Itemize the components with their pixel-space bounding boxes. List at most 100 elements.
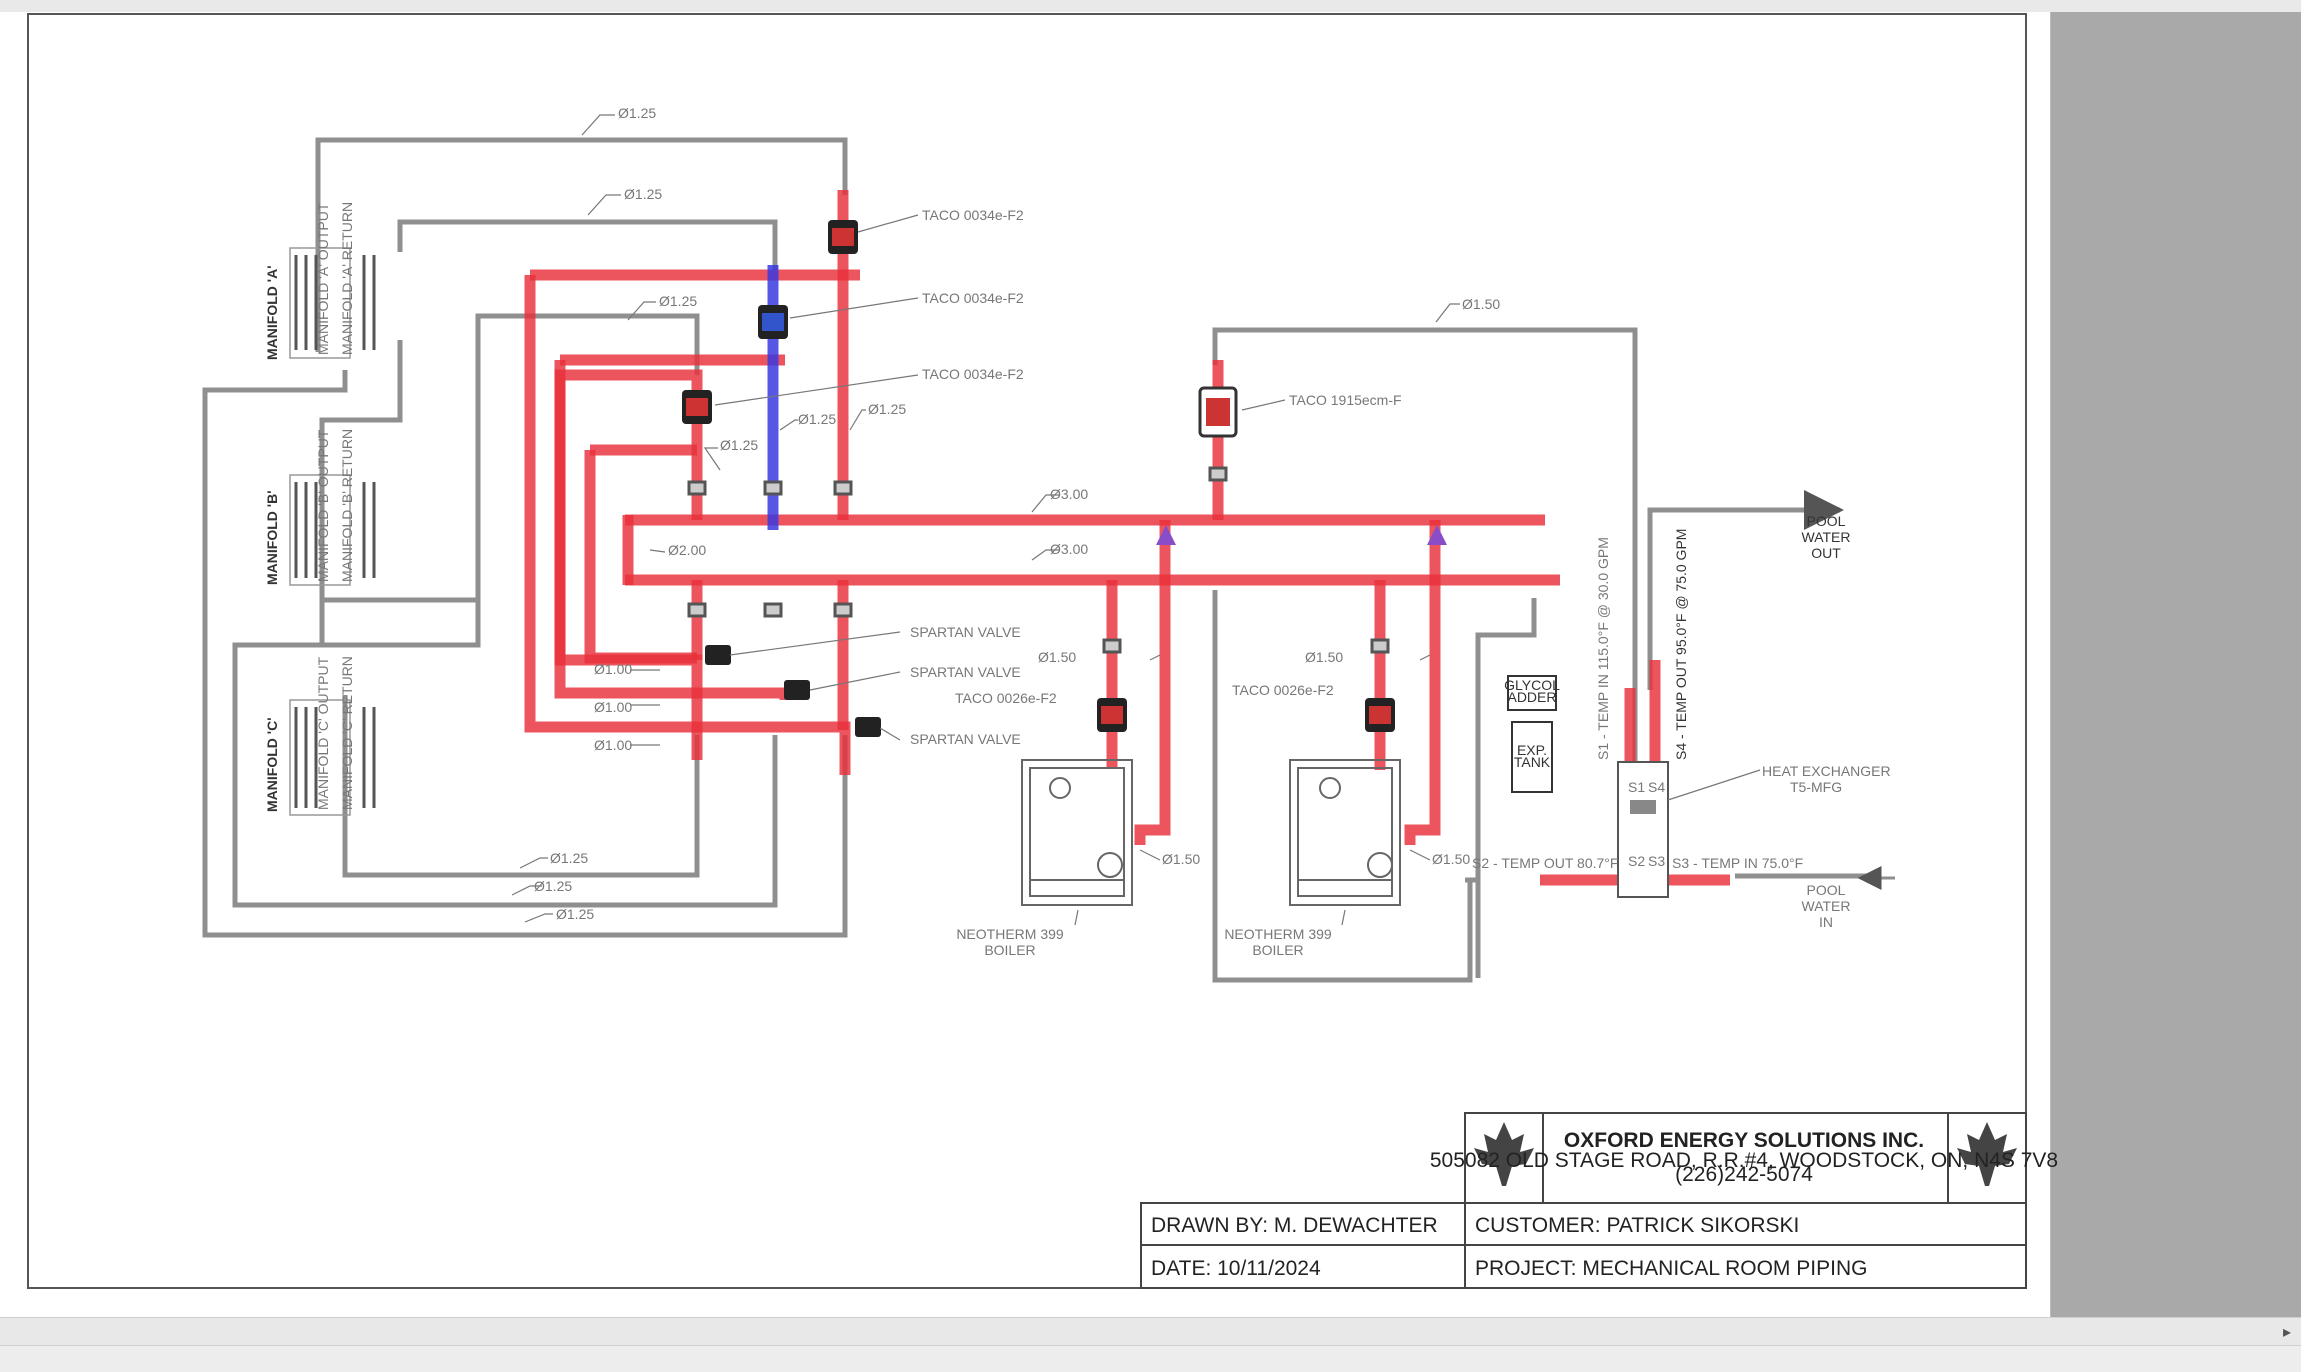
pump-3-label: TACO 0034e-F2 [922, 366, 1024, 382]
size-top-c: Ø1.25 [659, 293, 697, 309]
status-bar [0, 1345, 2301, 1372]
hx-port-s3: S3 [1648, 853, 1665, 869]
expansion-tank: EXP. TANK [1511, 721, 1553, 793]
size-header-left: Ø2.00 [668, 542, 706, 558]
hx-port-s1: S1 [1628, 779, 1645, 795]
cold-piping-network [202, 137, 1880, 983]
glycol-label-1: GLYCOL [1504, 677, 1560, 693]
exp-tank-label-2: TANK [1514, 754, 1551, 770]
manifold-a-return-label: MANIFOLD 'A' RETURN [339, 202, 355, 355]
size-boiler2-supply: Ø1.50 [1305, 649, 1343, 665]
manifold-b: MANIFOLD 'B' MANIFOLD 'B' OUTPUT MANIFOL… [264, 429, 376, 586]
manifold-c-output-label: MANIFOLD 'C' OUTPUT [315, 656, 331, 810]
boiler-1 [1021, 759, 1133, 906]
manifold-b-output-label: MANIFOLD 'B' OUTPUT [315, 429, 331, 582]
hx-label-1: HEAT EXCHANGER [1762, 763, 1891, 779]
glycol-adder: GLYCOL ADDER [1504, 675, 1560, 711]
company-phone: (226)242-5074 [1675, 1163, 1813, 1186]
sensor-s3-label: S3 - TEMP IN 75.0°F [1672, 855, 1803, 871]
pump-6-label: TACO 0026e-F2 [1232, 682, 1334, 698]
pool-in-2: WATER [1802, 898, 1851, 914]
company-name: OXFORD ENERGY SOLUTIONS INC. [1564, 1129, 1924, 1152]
pump-5-label: TACO 0026e-F2 [955, 690, 1057, 706]
sensor-s1-label: S1 - TEMP IN 115.0°F @ 30.0 GPM [1595, 537, 1611, 760]
pump-5 [1097, 698, 1127, 732]
project: PROJECT: MECHANICAL ROOM PIPING [1475, 1257, 1867, 1280]
isolation-valves [687, 466, 1390, 654]
size-bottom-1: Ø1.25 [550, 850, 588, 866]
valve-3-label: SPARTAN VALVE [910, 731, 1021, 747]
drawing-border [27, 13, 2027, 1289]
pool-in-1: POOL [1807, 882, 1846, 898]
size-top-a: Ø1.25 [618, 105, 656, 121]
pool-out-2: WATER [1802, 529, 1851, 545]
viewer-background-panel [2051, 12, 2301, 1317]
size-boiler1-supply: Ø1.50 [1038, 649, 1076, 665]
manifold-a-title: MANIFOLD 'A' [264, 265, 280, 360]
boiler-1-label-1: NEOTHERM 399 [956, 926, 1064, 942]
pool-in-3: IN [1819, 914, 1833, 930]
size-branch-3: Ø1.00 [594, 737, 632, 753]
size-header-supply: Ø3.00 [1050, 486, 1088, 502]
pump-1 [828, 220, 858, 254]
glycol-label-2: ADDER [1507, 689, 1556, 705]
pump-3 [682, 390, 712, 424]
size-boiler1-return: Ø1.50 [1162, 851, 1200, 867]
heat-exchanger: S1 S4 S2 S3 [1617, 761, 1669, 898]
air-separators [1156, 525, 1447, 545]
sensor-s2-label: S2 - TEMP OUT 80.7°F [1472, 855, 1618, 871]
component-labels: TACO 0034e-F2 TACO 0034e-F2 TACO 0034e-F… [910, 207, 1891, 958]
pump-4 [1198, 386, 1238, 438]
size-riser-3: Ø1.25 [868, 401, 906, 417]
manifold-c-title: MANIFOLD 'C' [264, 717, 280, 812]
hx-port-s4: S4 [1648, 779, 1665, 795]
leader-lines [511, 114, 1761, 926]
boiler-2 [1289, 759, 1401, 906]
pump-6 [1365, 698, 1395, 732]
pump-2 [758, 305, 788, 339]
pump-2-label: TACO 0034e-F2 [922, 290, 1024, 306]
size-header-return: Ø3.00 [1050, 541, 1088, 557]
boiler-2-label-2: BOILER [1252, 942, 1303, 958]
manifold-a: MANIFOLD 'A' MANIFOLD 'A' OUTPUT MANIFOL… [264, 202, 376, 360]
manifold-b-title: MANIFOLD 'B' [264, 490, 280, 585]
size-top-b: Ø1.25 [624, 186, 662, 202]
date: DATE: 10/11/2024 [1151, 1257, 1321, 1280]
company-address: 505082 OLD STAGE ROAD, R.R.#4, WOODSTOCK… [1430, 1149, 2058, 1172]
drawn-by: DRAWN BY: M. DEWACHTER [1151, 1214, 1438, 1237]
size-bottom-2: Ø1.25 [534, 878, 572, 894]
boiler-2-label-1: NEOTHERM 399 [1224, 926, 1332, 942]
spartan-valves [705, 645, 881, 737]
boiler-1-label-2: BOILER [984, 942, 1035, 958]
pump-4-label: TACO 1915ecm-F [1289, 392, 1402, 408]
horizontal-scrollbar[interactable]: ▸ [0, 1317, 2301, 1346]
exp-tank-label-1: EXP. [1517, 742, 1547, 758]
size-riser-2: Ø1.25 [798, 411, 836, 427]
hx-label-2: T5-MFG [1790, 779, 1842, 795]
pool-out-1: POOL [1807, 513, 1846, 529]
title-block: OXFORD ENERGY SOLUTIONS INC. 505082 OLD … [1140, 1112, 2058, 1289]
size-riser-1: Ø1.25 [720, 437, 758, 453]
manifold-b-return-label: MANIFOLD 'B' RETURN [339, 429, 355, 582]
valve-1-label: SPARTAN VALVE [910, 624, 1021, 640]
scroll-right-arrow-icon[interactable]: ▸ [2282, 1324, 2291, 1341]
pump-1-label: TACO 0034e-F2 [922, 207, 1024, 223]
document-canvas[interactable] [0, 12, 2051, 1317]
maple-leaf-icon-right [1957, 1122, 2017, 1186]
manifold-c-return-label: MANIFOLD 'C' RETURN [339, 656, 355, 810]
hx-port-s2: S2 [1628, 853, 1645, 869]
pipe-size-labels: Ø1.25 Ø1.25 Ø1.25 Ø1.25 Ø1.25 Ø1.25 Ø3.0… [534, 105, 1500, 922]
customer: CUSTOMER: PATRICK SIKORSKI [1475, 1214, 1799, 1237]
size-bottom-3: Ø1.25 [556, 906, 594, 922]
maple-leaf-icon [1474, 1122, 1534, 1186]
size-boiler2-return: Ø1.50 [1432, 851, 1470, 867]
manifold-a-output-label: MANIFOLD 'A' OUTPUT [315, 202, 331, 355]
pool-out-3: OUT [1811, 545, 1841, 561]
size-branch-2: Ø1.00 [594, 699, 632, 715]
manifold-c: MANIFOLD 'C' MANIFOLD 'C' OUTPUT MANIFOL… [264, 656, 376, 816]
valve-2-label: SPARTAN VALVE [910, 664, 1021, 680]
size-branch-1: Ø1.00 [594, 661, 632, 677]
size-boiler-loop: Ø1.50 [1462, 296, 1500, 312]
